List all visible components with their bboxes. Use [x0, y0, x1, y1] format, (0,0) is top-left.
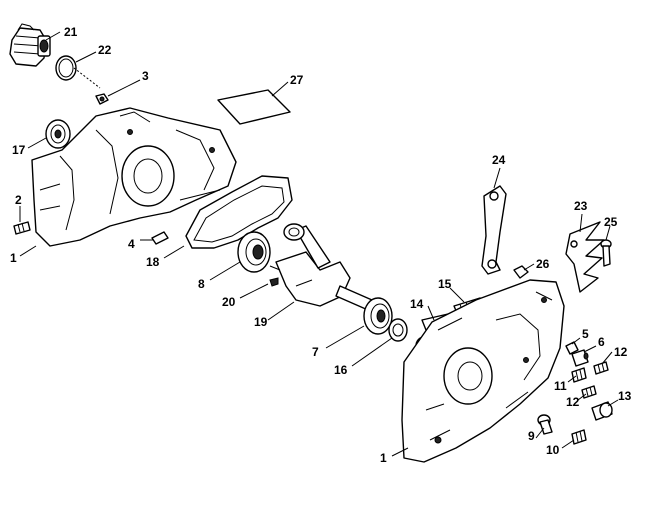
callout-20: 20 — [222, 295, 236, 309]
part-26-nut — [513, 265, 529, 279]
callout-17: 17 — [12, 143, 26, 157]
callout-27: 27 — [290, 73, 304, 87]
callout-24: 24 — [492, 153, 506, 167]
part-12-screw-upper — [593, 361, 609, 375]
part-4-dowel-pin — [151, 231, 169, 245]
part-8-bearing — [237, 231, 271, 273]
part-21-pickup-assembly — [9, 23, 51, 67]
part-24-bracket — [481, 185, 507, 275]
part-13-bolt — [591, 401, 613, 421]
part-18-gasket — [185, 175, 293, 249]
part-10-stud — [571, 429, 587, 445]
callout-18: 18 — [146, 255, 160, 269]
part-22-o-ring — [55, 55, 101, 89]
callout-4: 4 — [128, 237, 135, 251]
part-17-seal — [45, 119, 71, 149]
part-11-screw — [571, 367, 587, 383]
part-7-bearing — [363, 297, 393, 335]
part-19-crankshaft — [269, 223, 373, 311]
callout-21: 21 — [64, 25, 78, 39]
callout-2: 2 — [15, 193, 22, 207]
callout-14: 14 — [410, 297, 424, 311]
callout-6: 6 — [598, 335, 605, 349]
callout-12-upper: 12 — [614, 345, 628, 359]
callout-5: 5 — [582, 327, 589, 341]
callout-23: 23 — [574, 199, 588, 213]
callout-7: 7 — [312, 345, 319, 359]
part-25-screw — [600, 239, 612, 267]
part-20-key — [269, 277, 279, 287]
part-23-bumper-spike — [565, 221, 605, 293]
part-6-fitting — [571, 349, 589, 367]
callout-8: 8 — [198, 277, 205, 291]
callout-11: 11 — [554, 379, 567, 393]
part-1-crankcase-left — [31, 107, 237, 247]
callout-25: 25 — [604, 215, 618, 229]
leader-lines — [19, 31, 619, 457]
callout-12-lower: 12 — [566, 395, 580, 409]
callout-22: 22 — [98, 43, 112, 57]
callout-1-left: 1 — [10, 251, 17, 265]
part-27-gasket-sheet — [217, 89, 291, 125]
part-5-sleeve — [565, 341, 579, 355]
part-16-seal — [388, 318, 408, 342]
callout-13: 13 — [618, 389, 632, 403]
part-1-crankcase-right — [401, 279, 565, 463]
callout-26: 26 — [536, 257, 550, 271]
callout-16: 16 — [334, 363, 348, 377]
part-9-screw — [537, 414, 553, 435]
part-2-screw — [13, 221, 31, 235]
callout-19: 19 — [254, 315, 268, 329]
callout-10: 10 — [546, 443, 560, 457]
callout-15: 15 — [438, 277, 452, 291]
callout-labels: 21 22 3 27 17 2 1 4 18 8 20 19 24 23 25 … — [10, 25, 632, 465]
callout-3: 3 — [142, 69, 149, 83]
part-12-screw-lower — [581, 385, 597, 399]
part-3-fitting — [95, 93, 109, 105]
callout-1-right: 1 — [380, 451, 387, 465]
callout-9: 9 — [528, 429, 535, 443]
